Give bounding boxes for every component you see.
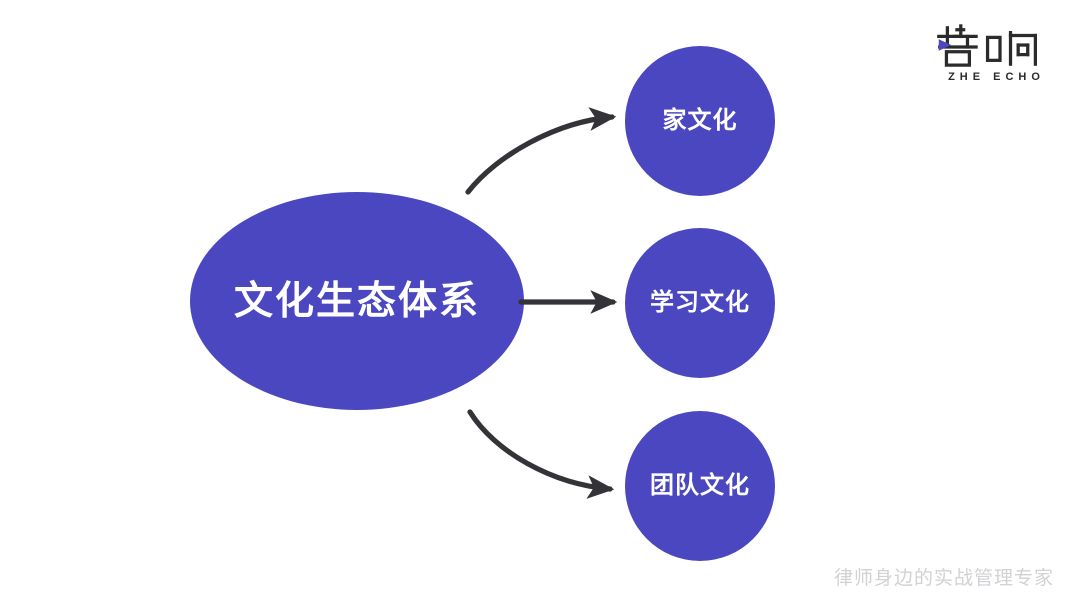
logo-accent-triangle: [938, 39, 952, 51]
zhe-echo-logo-icon: [937, 24, 1038, 67]
footer-tagline: 律师身边的实战管理专家: [833, 568, 1054, 589]
logo-wordmark: ZHE ECHO: [948, 71, 1045, 83]
branch-node-shape-2[interactable]: [625, 411, 775, 561]
brand-logo: ZHE ECHO: [934, 24, 1054, 83]
branch-node-shape-1[interactable]: [625, 228, 775, 378]
connector-arrow-2: [467, 409, 615, 499]
branch-node-shape-0[interactable]: [625, 46, 775, 196]
connector-arrow-0: [465, 107, 617, 195]
center-node-shape[interactable]: [190, 192, 524, 410]
